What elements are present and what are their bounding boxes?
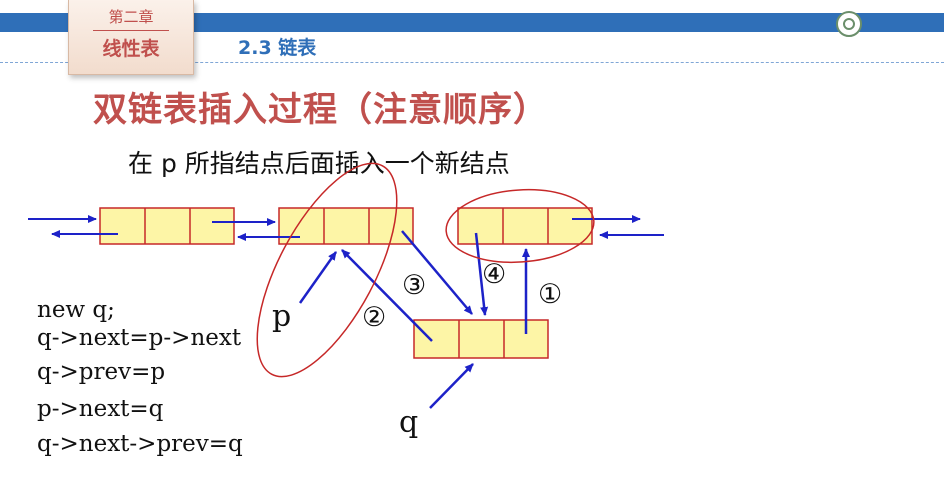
code-line-4: p->next=q [37,396,164,422]
arrow-step3 [401,230,473,315]
header-divider [0,62,944,63]
slide-title: 双链表插入过程（注意顺序） [93,90,548,130]
node-p [278,207,414,245]
chapter-name: 线性表 [102,38,160,60]
ellipse-next [445,188,595,264]
ellipse-p [256,162,398,378]
node-1 [99,207,235,245]
highlight-ellipses [256,162,595,378]
arrow-p-pointer [298,251,338,304]
chapter-rule [93,30,169,31]
code-line-2: q->next=p->next [37,325,242,351]
step-2-label: ② [362,302,386,333]
code-line-3: q->prev=p [37,359,166,385]
chapter-label: 第二章 [108,8,154,26]
section-title: 2.3 链表 [238,37,317,59]
code-line-1: new q; [37,297,115,323]
chapter-tab: 第二章 线性表 [68,0,194,75]
header-band [0,13,944,32]
step-3-label: ③ [402,270,426,301]
node-next [457,207,593,245]
step-1-label: ① [538,279,562,310]
slide-subtitle: 在 p 所指结点后面插入一个新结点 [128,149,510,178]
code-line-5: q->next->prev=q [37,431,243,457]
university-logo-icon [836,11,862,37]
node-q [413,319,549,359]
arrow-step2 [341,249,433,342]
step-4-label: ④ [482,259,506,290]
arrow-step4 [474,232,489,316]
label-q: q [399,405,418,440]
label-p: p [272,299,291,334]
insert-arrows [298,230,530,409]
arrow-q-pointer [429,363,474,409]
